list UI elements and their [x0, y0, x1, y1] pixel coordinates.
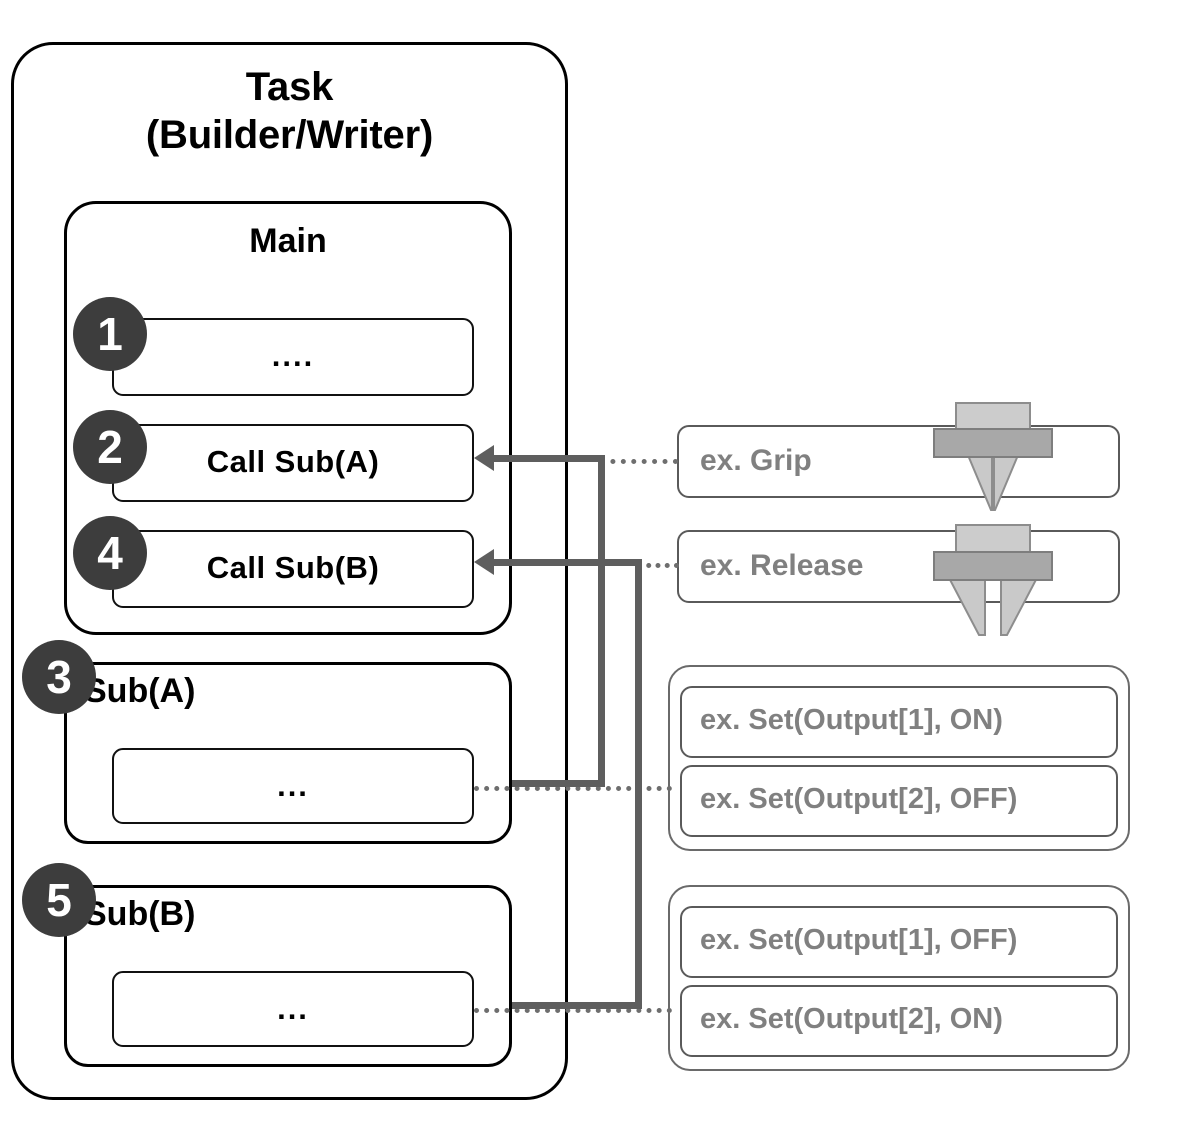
connector-sub-a-bottom [512, 780, 605, 787]
output-group-0-item-1[interactable] [680, 765, 1118, 837]
dotted-link-sub-a-outputs [474, 786, 672, 791]
connector-sub-b-bottom [512, 1002, 642, 1009]
gripper-open-icon-svg [933, 524, 1053, 636]
task-title-line1: Task [245, 65, 334, 109]
task-title-line2: (Builder/Writer) [145, 113, 434, 157]
dotted-link-grip [600, 459, 678, 464]
output-group-0-item-0-label: ex. Set(Output[1], ON) [700, 704, 1003, 736]
main-title: Main [249, 222, 327, 260]
output-group-1-item-0-label: ex. Set(Output[1], OFF) [700, 924, 1018, 956]
sub-a-title: Sub(A) [84, 672, 196, 710]
main-row-2[interactable] [112, 530, 474, 608]
output-group-1-item-0[interactable] [680, 906, 1118, 978]
sub-b-body-label: ... [277, 991, 309, 1026]
main-row-1-label: Call Sub(A) [206, 444, 380, 479]
dotted-link-release [637, 563, 679, 568]
output-group-0-item-1-label: ex. Set(Output[2], OFF) [700, 783, 1018, 815]
sub-b-title: Sub(B) [84, 895, 196, 933]
action-card-grip-label: ex. Grip [700, 444, 812, 477]
connector-sub-b-arrowhead [474, 549, 494, 575]
connector-sub-b-vertical [635, 559, 642, 1009]
connector-sub-a-arrowhead [474, 445, 494, 471]
main-row-0-label: .... [271, 338, 315, 373]
output-group-1-item-1[interactable] [680, 985, 1118, 1057]
output-group-0-item-0[interactable] [680, 686, 1118, 758]
sub-a-body-label: ... [277, 768, 309, 803]
sub-b-body[interactable] [112, 971, 474, 1047]
step-badge-2: 2 [73, 410, 147, 484]
connector-sub-a-top [492, 455, 605, 462]
sub-a-body[interactable] [112, 748, 474, 824]
main-row-1[interactable] [112, 424, 474, 502]
action-card-release-label: ex. Release [700, 549, 864, 582]
connector-sub-a-vertical [598, 455, 605, 787]
step-badge-4: 4 [73, 516, 147, 590]
output-group-1-item-1-label: ex. Set(Output[2], ON) [700, 1003, 1003, 1035]
connector-sub-b-top [492, 559, 642, 566]
dotted-link-sub-b-outputs [474, 1008, 672, 1013]
gripper-open-icon [930, 522, 1056, 640]
gripper-closed-icon [930, 400, 1056, 515]
gripper-closed-icon-svg [933, 402, 1053, 511]
main-row-2-label: Call Sub(B) [206, 550, 380, 585]
step-badge-3: 3 [22, 640, 96, 714]
step-badge-1: 1 [73, 297, 147, 371]
main-row-0[interactable] [112, 318, 474, 396]
step-badge-5: 5 [22, 863, 96, 937]
